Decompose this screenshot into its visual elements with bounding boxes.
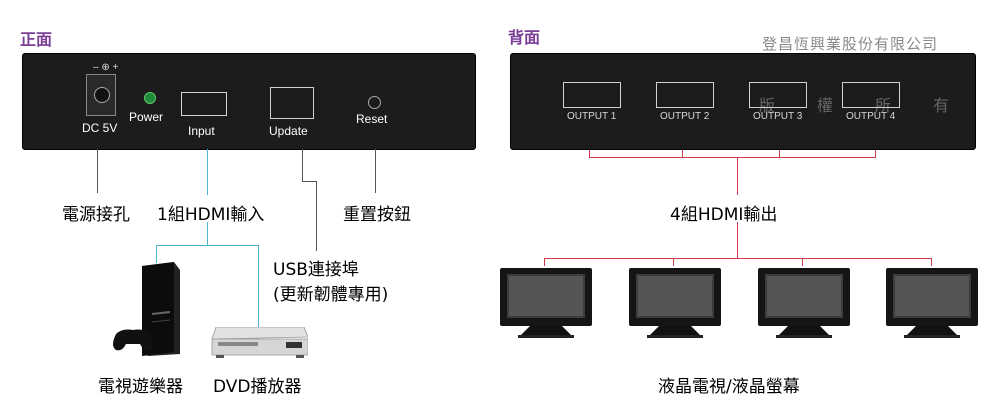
input-connector-line	[207, 222, 208, 245]
dc-polarity-symbol: – ⊕ +	[93, 62, 119, 73]
tv-icon	[629, 268, 721, 340]
input-label: Input	[188, 124, 215, 138]
output-3-label: OUTPUT 3	[753, 111, 803, 122]
usb-update-port	[270, 87, 314, 119]
hdmi-input-callout: 1組HDMI輸入	[157, 205, 265, 225]
console-branch-line	[156, 245, 157, 263]
output-2-label: OUTPUT 2	[660, 111, 710, 122]
input-leader-line	[207, 149, 208, 195]
reset-leader-line	[375, 149, 376, 193]
input-branch-line	[156, 245, 259, 246]
tv-branch-line	[544, 258, 932, 259]
game-controller-icon	[110, 326, 156, 352]
reset-label: Reset	[356, 112, 388, 126]
output-collector-line	[589, 157, 876, 158]
back-panel: 版 權 所 有 OUTPUT 1 OUTPUT 2 OUTPUT 3 OUTPU…	[510, 53, 976, 150]
tv-4-stub	[931, 258, 932, 266]
dc-jack	[86, 74, 116, 116]
usb-leader-line-1	[302, 149, 303, 181]
tv-icon	[500, 268, 592, 340]
tv-3-stub	[802, 258, 803, 266]
power-led-icon	[144, 92, 156, 104]
tv-2-stub	[673, 258, 674, 266]
output-1-stub	[589, 150, 590, 158]
back-section-title: 背面	[508, 28, 541, 47]
game-console-icon	[134, 262, 182, 356]
output-4-label: OUTPUT 4	[846, 111, 896, 122]
front-panel: – ⊕ + DC 5V Power Input Update Reset	[22, 53, 476, 150]
hdmi-output-callout: 4組HDMI輸出	[670, 205, 778, 225]
dvd-player-icon	[208, 327, 308, 359]
dc-jack-callout: 電源接孔	[62, 205, 130, 225]
console-label: 電視遊樂器	[98, 377, 183, 397]
hdmi-output-port-3	[749, 82, 807, 108]
reset-button-icon	[368, 96, 381, 109]
tv-1-stub	[544, 258, 545, 266]
dc-label: DC 5V	[82, 121, 118, 135]
update-label: Update	[269, 124, 308, 138]
dc-jack-hole-icon	[94, 87, 110, 103]
hdmi-output-port-1	[563, 82, 621, 108]
watermark-char-3: 所	[875, 96, 892, 115]
usb-port-callout: USB連接埠	[273, 260, 359, 280]
power-label: Power	[129, 110, 164, 124]
output-down-line	[737, 157, 738, 195]
usb-leader-line-3	[316, 181, 317, 251]
output-3-stub	[779, 150, 780, 158]
company-name: 登昌恆興業股份有限公司	[762, 35, 939, 53]
usb-port-callout-note: (更新韌體專用)	[273, 285, 389, 305]
reset-button-callout: 重置按鈕	[343, 205, 411, 225]
watermark-char-2: 權	[817, 96, 834, 115]
tv-trunk-line	[737, 222, 738, 258]
watermark-char-1: 版	[759, 96, 776, 115]
tv-icon	[758, 268, 850, 340]
dc-leader-line	[97, 149, 98, 193]
hdmi-output-port-4	[842, 82, 900, 108]
tv-icon	[886, 268, 978, 340]
hdmi-input-port	[181, 92, 227, 116]
tv-label: 液晶電視/液晶螢幕	[658, 377, 800, 397]
output-4-stub	[875, 150, 876, 158]
output-1-label: OUTPUT 1	[567, 111, 617, 122]
dvd-label: DVD播放器	[213, 377, 302, 397]
output-2-stub	[682, 150, 683, 158]
watermark-char-4: 有	[933, 96, 950, 115]
usb-leader-line-2	[302, 181, 316, 182]
front-section-title: 正面	[20, 30, 53, 49]
dvd-branch-line	[258, 245, 259, 330]
hdmi-output-port-2	[656, 82, 714, 108]
